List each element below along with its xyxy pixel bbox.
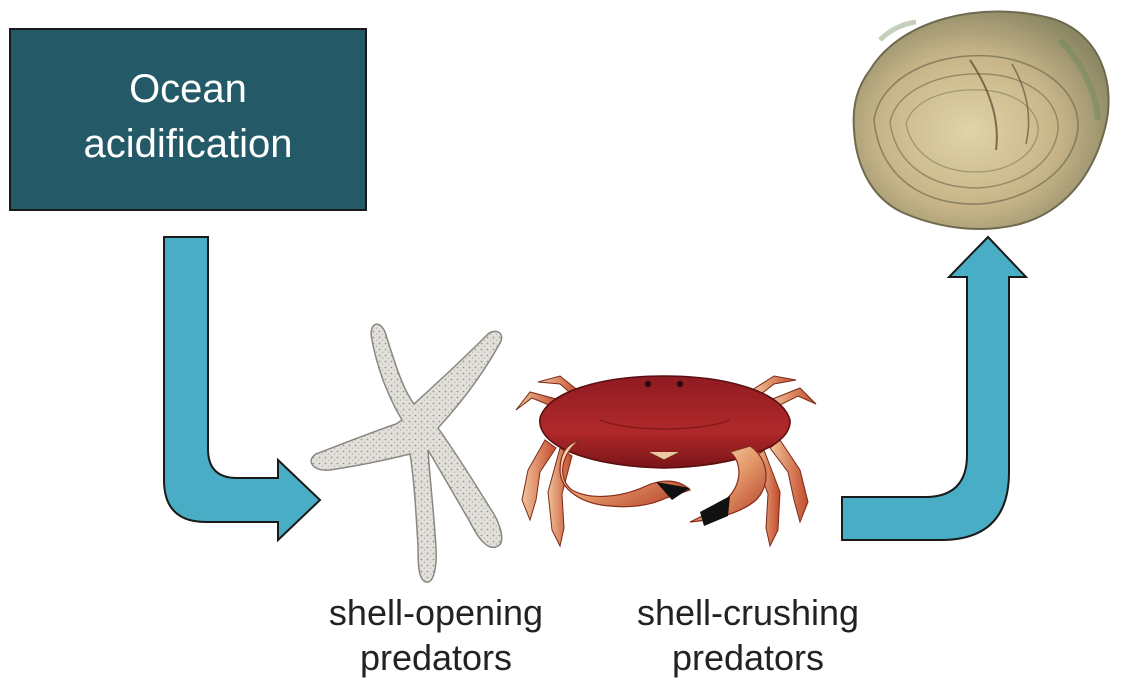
crab-caption: shell-crushing predators — [612, 590, 884, 680]
sea-star-illustration — [311, 324, 502, 582]
ocean-acidification-box: Ocean acidification — [9, 28, 367, 211]
sea-star-caption-line2: predators — [296, 635, 576, 680]
crab-illustration — [516, 376, 816, 546]
arrow-up-right — [842, 237, 1026, 540]
oyster-illustration — [854, 11, 1109, 228]
crab-caption-line1: shell-crushing — [612, 590, 884, 635]
source-box-line2: acidification — [83, 120, 292, 175]
crab-caption-line2: predators — [612, 635, 884, 680]
source-box-line1: Ocean — [129, 65, 247, 120]
arrow-down-right — [164, 237, 320, 540]
sea-star-caption-line1: shell-opening — [296, 590, 576, 635]
sea-star-caption: shell-opening predators — [296, 590, 576, 680]
